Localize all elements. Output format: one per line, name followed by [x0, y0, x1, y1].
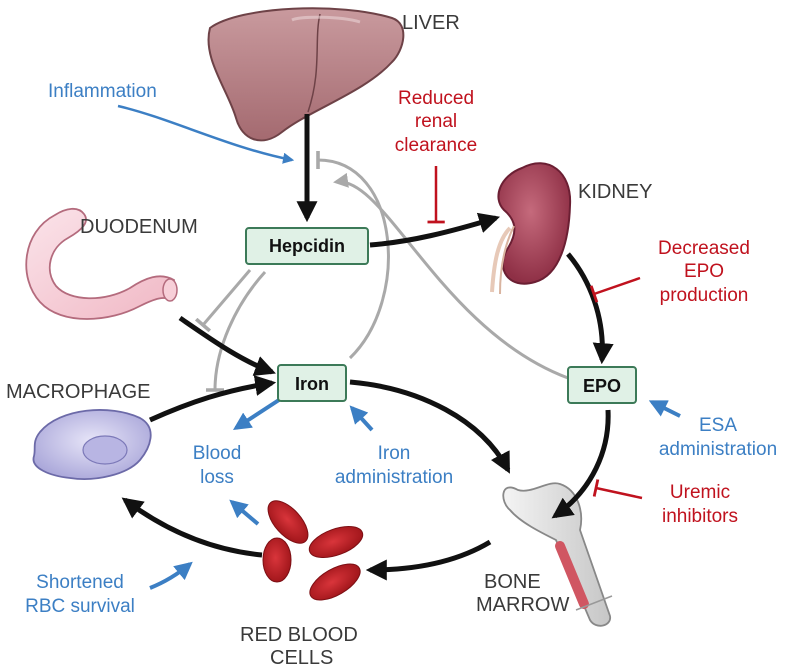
epo-to-bone-marrow-arrow: [551, 409, 611, 519]
macrophage-label: MACROPHAGE: [6, 381, 150, 403]
iron-label: Iron: [295, 374, 329, 394]
hepcidin-box: Hepcidin: [245, 227, 369, 265]
blue-arrows: [117, 104, 681, 590]
epo-label: EPO: [583, 376, 621, 396]
rbc-1: [267, 500, 309, 544]
epo-box: EPO: [567, 366, 637, 404]
iron-to-bone-marrow-arrow: [349, 379, 511, 474]
svg-text:inhibitors: inhibitors: [662, 506, 738, 527]
iron-inhibits-liver-arrow: [316, 150, 390, 360]
svg-text:Blood: Blood: [193, 443, 242, 464]
epo-to-hepcidin-arrow: [333, 172, 569, 380]
svg-text:administration: administration: [335, 467, 453, 488]
duodenum-icon: [25, 207, 178, 320]
rbc-label-line2: CELLS: [270, 647, 333, 669]
hepcidin-inhibits-duodenum-arrow: [194, 269, 252, 333]
blood-loss-from-rbc-arrow: [229, 499, 260, 526]
iron-box: Iron: [277, 364, 347, 402]
iron-administration-arrow: [349, 405, 374, 432]
kidney-icon: [490, 162, 572, 295]
svg-text:ESA: ESA: [699, 415, 737, 436]
svg-text:Decreased: Decreased: [658, 238, 750, 259]
rbc-3: [262, 537, 292, 583]
liver-icon: [207, 7, 405, 142]
inflammation-label: Inflammation: [48, 81, 157, 102]
bone-marrow-to-rbc-arrow: [365, 539, 492, 581]
decreased-epo-production-label: Decreased EPO production: [658, 238, 750, 306]
hepcidin-inhibits-macrophage-arrow: [205, 270, 267, 392]
macrophage-to-iron-arrow: [148, 375, 277, 423]
svg-text:clearance: clearance: [395, 135, 477, 156]
svg-text:loss: loss: [200, 467, 234, 488]
liver-label: LIVER: [402, 12, 460, 34]
macrophage-icon: [32, 409, 152, 480]
hepcidin-label: Hepcidin: [269, 236, 345, 256]
svg-text:RBC survival: RBC survival: [25, 596, 135, 617]
rbc-label-line1: RED BLOOD: [240, 624, 358, 646]
rbc-4: [309, 563, 361, 601]
blood-loss-from-iron-arrow: [232, 396, 284, 430]
esa-administration-label: ESA administration: [659, 415, 777, 460]
kidney-label: KIDNEY: [578, 181, 652, 203]
uremic-inhibitors-label: Uremic inhibitors: [662, 482, 738, 527]
inflammation-arrow: [117, 104, 295, 164]
red-inhibitors: [427, 166, 643, 500]
rbc-to-macrophage-arrow: [121, 497, 263, 558]
esa-administration-arrow: [648, 400, 681, 418]
uremic-inhibitors-inhibitor: [592, 479, 643, 500]
iron-administration-label: Iron administration: [335, 443, 453, 488]
shortened-rbc-survival-label: Shortened RBC survival: [25, 572, 135, 617]
blood-loss-label: Blood loss: [193, 443, 242, 488]
kidney-to-epo-arrow: [566, 252, 614, 365]
svg-text:administration: administration: [659, 439, 777, 460]
shortened-rbc-survival-arrow: [149, 561, 193, 590]
bone-marrow-label-line1: BONE: [484, 571, 541, 593]
svg-text:Shortened: Shortened: [36, 572, 124, 593]
svg-text:production: production: [660, 285, 749, 306]
duodenum-label: DUODENUM: [80, 216, 198, 238]
red-blood-cells-icon: [262, 500, 364, 601]
bone-marrow-label-line2: MARROW: [476, 594, 569, 616]
svg-text:renal: renal: [415, 111, 457, 132]
svg-text:EPO: EPO: [684, 261, 724, 282]
hepcidin-to-kidney-arrow: [369, 212, 501, 248]
svg-text:Reduced: Reduced: [398, 88, 474, 109]
decreased-epo-production-inhibitor: [589, 276, 641, 303]
bone-marrow-icon: [502, 482, 613, 627]
svg-text:Iron: Iron: [378, 443, 411, 464]
rbc-2: [308, 525, 364, 559]
reduced-renal-clearance-label: Reduced renal clearance: [395, 88, 477, 156]
gray-arrows: [194, 150, 569, 392]
svg-text:Uremic: Uremic: [670, 482, 730, 503]
duodenum-to-iron-arrow: [178, 315, 276, 376]
